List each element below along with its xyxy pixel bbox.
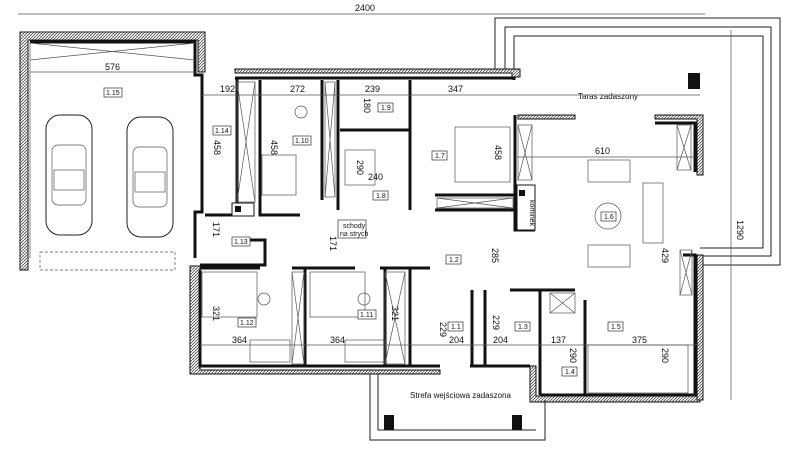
dim: 290 xyxy=(355,160,365,175)
room-labels: 1.1 1.2 1.3 1.4 1.5 1.6 1.7 1.8 1.9 1.10… xyxy=(212,102,624,377)
dim: 229 xyxy=(438,322,448,337)
dim: 204 xyxy=(449,335,464,345)
room-label-1-8: 1.8 xyxy=(376,193,386,200)
entrance-label: Strefa wejściowa zadaszona xyxy=(410,391,511,400)
room-label-1-14: 1.14 xyxy=(215,128,229,135)
dim: 204 xyxy=(493,335,508,345)
room-label-1-7: 1.7 xyxy=(435,153,445,160)
dim: 610 xyxy=(595,146,610,156)
dim: 285 xyxy=(490,248,500,263)
garage: 576 1.15 xyxy=(19,31,206,271)
dim: 458 xyxy=(212,140,222,155)
dim: 180 xyxy=(362,98,372,113)
terrace: 1290 Taras zadaszony xyxy=(494,17,781,400)
dim: 364 xyxy=(330,335,345,345)
interior-dimensions: 192 272 239 347 610 240 364 364 204 204 … xyxy=(200,84,700,363)
dim: 239 xyxy=(365,84,380,94)
dim-terrace-depth: 1290 xyxy=(735,220,745,240)
dim: 290 xyxy=(568,348,578,363)
room-label-1-5: 1.5 xyxy=(611,324,621,331)
dim: 321 xyxy=(211,306,221,321)
dim: 458 xyxy=(493,145,503,160)
dim: 229 xyxy=(491,315,501,330)
room-label-1-9: 1.9 xyxy=(381,105,391,112)
dim: 137 xyxy=(551,335,566,345)
stairs-label-1: schody xyxy=(343,223,366,230)
dim: 171 xyxy=(328,236,338,251)
room-label-1-3: 1.3 xyxy=(518,324,528,331)
room-label-1-13: 1.13 xyxy=(234,239,248,246)
dim: 272 xyxy=(290,84,305,94)
room-label-1-6: 1.6 xyxy=(604,214,614,221)
room-label-1-15: 1.15 xyxy=(106,90,120,97)
room-label-1-4: 1.4 xyxy=(565,369,575,376)
dim: 347 xyxy=(448,84,463,94)
dim: 171 xyxy=(211,222,221,237)
terrace-label: Taras zadaszony xyxy=(578,92,638,101)
dim: 321 xyxy=(390,306,400,321)
dim: 429 xyxy=(660,248,670,263)
dim: 375 xyxy=(632,335,647,345)
dim: 240 xyxy=(368,172,383,182)
dim: 458 xyxy=(269,140,279,155)
car-icon xyxy=(126,116,174,238)
room-label-1-10: 1.10 xyxy=(295,138,309,145)
dim-garage-width: 576 xyxy=(105,62,120,72)
total-dimension: 2400 xyxy=(18,3,705,15)
entrance-porch: Strefa wejściowa zadaszona xyxy=(369,374,546,441)
dim: 192 xyxy=(220,84,235,94)
house-walls: kominek xyxy=(189,68,704,403)
dim: 364 xyxy=(232,335,247,345)
car-icon xyxy=(45,114,93,236)
stairs-label-2: na strych xyxy=(340,231,369,238)
dim: 290 xyxy=(660,348,670,363)
room-label-1-11: 1.11 xyxy=(360,312,373,319)
fireplace-label: kominek xyxy=(528,200,535,227)
room-label-1-12: 1.12 xyxy=(240,320,254,327)
dim-total-width: 2400 xyxy=(355,3,375,13)
room-label-1-2: 1.2 xyxy=(449,257,459,264)
room-label-1-1: 1.1 xyxy=(451,324,461,331)
